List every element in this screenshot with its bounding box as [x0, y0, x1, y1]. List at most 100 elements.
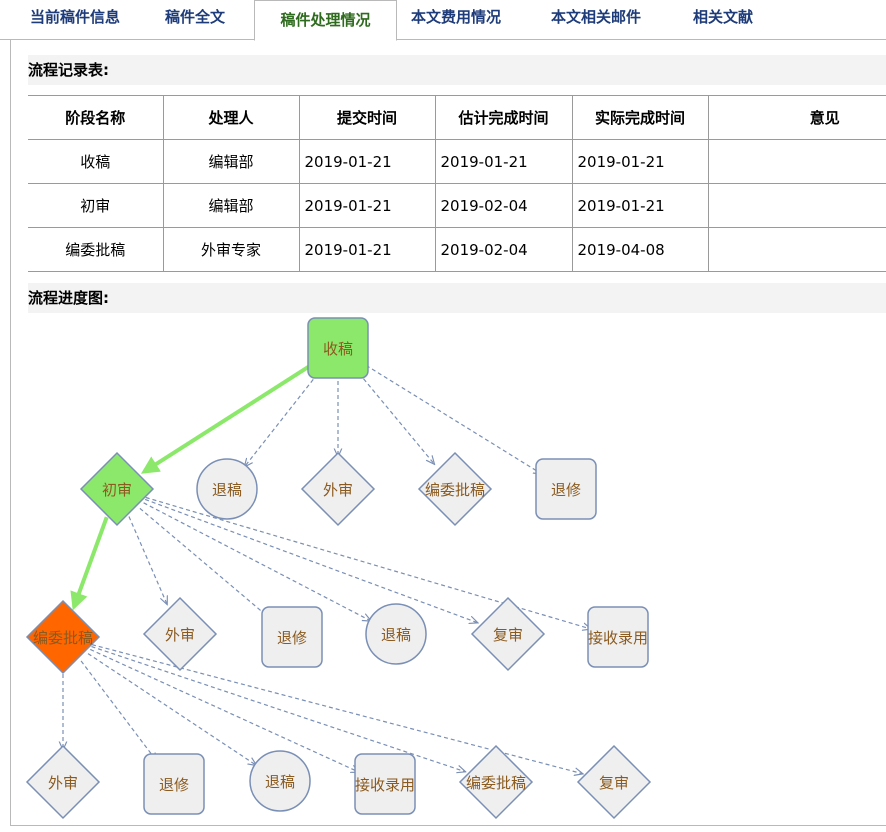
flow-node-label: 退稿 — [265, 773, 295, 791]
flow-node-shape — [417, 451, 493, 527]
cell-estimated-time: 2019-02-04 — [434, 183, 573, 228]
tab-current-manuscript-info[interactable]: 当前稿件信息 — [30, 8, 121, 26]
cell-estimated-time: 2019-01-21 — [434, 139, 573, 184]
flow-node-n3[interactable]: 外审 — [300, 451, 376, 527]
flow-edge-n6-n15 — [90, 648, 359, 772]
flow-node-shape — [587, 606, 649, 668]
content-panel — [10, 40, 886, 826]
flow-node-shape — [25, 744, 101, 820]
cell-comment — [707, 227, 886, 272]
col-header-stage: 阶段名称 — [28, 95, 164, 140]
progress-diagram-title: 流程进度图: — [28, 283, 886, 313]
tab-fees[interactable]: 本文费用情况 — [411, 8, 502, 26]
flow-node-shape — [79, 451, 155, 527]
cell-stage: 初审 — [28, 183, 164, 228]
cell-handler: 外审专家 — [162, 227, 300, 272]
flow-node-label: 退修 — [277, 629, 307, 647]
tab-related-emails[interactable]: 本文相关邮件 — [551, 8, 642, 26]
cell-submit-time: 2019-01-21 — [298, 139, 436, 184]
flow-node-n16[interactable]: 编委批稿 — [458, 744, 534, 820]
flow-node-label: 复审 — [599, 774, 629, 792]
table-row: 收稿 编辑部 2019-01-21 2019-01-21 2019-01-21 — [28, 139, 886, 184]
flow-node-shape — [261, 606, 323, 668]
flow-node-n14[interactable]: 退稿 — [249, 750, 311, 812]
flow-edge-n0-n4 — [354, 367, 435, 464]
cell-handler: 编辑部 — [162, 183, 300, 228]
flow-node-n7[interactable]: 外审 — [142, 596, 218, 672]
col-header-estimated-time: 估计完成时间 — [434, 95, 573, 140]
flow-edge-n1-n9 — [143, 502, 372, 621]
flow-node-n5[interactable]: 退修 — [535, 458, 597, 520]
cell-submit-time: 2019-01-21 — [298, 183, 436, 228]
flow-node-shape — [576, 744, 652, 820]
flow-edge-n1-n7 — [128, 516, 167, 605]
flow-node-label: 退修 — [159, 776, 189, 794]
flow-edge-n0-n1 — [140, 360, 318, 474]
flow-node-label: 外审 — [48, 774, 78, 792]
flow-node-label: 复审 — [493, 626, 523, 644]
flow-edge-n6-n16 — [91, 645, 465, 772]
flow-node-shape — [365, 603, 427, 665]
progress-diagram-title-text: 流程进度图: — [28, 289, 109, 307]
flow-node-n17[interactable]: 复审 — [576, 744, 652, 820]
flow-node-label: 初审 — [102, 481, 132, 499]
cell-comment — [707, 139, 886, 184]
flow-node-label: 外审 — [165, 626, 195, 644]
col-header-actual-time: 实际完成时间 — [571, 95, 709, 140]
flow-node-n9[interactable]: 退稿 — [365, 603, 427, 665]
flow-node-shape — [458, 744, 534, 820]
flow-node-label: 接收录用 — [588, 629, 648, 647]
table-row: 编委批稿 外审专家 2019-01-21 2019-02-04 2019-04-… — [28, 227, 886, 272]
flow-edge-n0-n5 — [359, 361, 542, 475]
flow-node-shape — [249, 750, 311, 812]
flow-node-label: 接收录用 — [355, 776, 415, 794]
flow-node-shape — [142, 596, 218, 672]
flow-node-n4[interactable]: 编委批稿 — [417, 451, 493, 527]
flow-node-n8[interactable]: 退修 — [261, 606, 323, 668]
col-header-handler: 处理人 — [162, 95, 300, 140]
table-header-row: 阶段名称 处理人 提交时间 估计完成时间 实际完成时间 意见 — [28, 95, 886, 140]
flow-node-shape — [300, 451, 376, 527]
cell-submit-time: 2019-01-21 — [298, 227, 436, 272]
flow-node-shape — [25, 599, 101, 675]
flow-edge-n6-n14 — [87, 653, 257, 766]
flow-edge-n1-n11 — [145, 496, 591, 629]
flow-node-n2[interactable]: 退稿 — [196, 458, 258, 520]
flow-node-n6[interactable]: 编委批稿 — [25, 599, 101, 675]
flow-node-n15[interactable]: 接收录用 — [354, 753, 416, 815]
col-header-comment: 意见 — [707, 95, 886, 140]
record-table-title: 流程记录表: — [28, 55, 886, 85]
flow-node-shape — [354, 753, 416, 815]
cell-actual-time: 2019-01-21 — [571, 183, 709, 228]
flow-node-n11[interactable]: 接收录用 — [587, 606, 649, 668]
flow-node-n1[interactable]: 初审 — [79, 451, 155, 527]
flow-edge-n1-n6 — [70, 516, 109, 611]
flow-node-n10[interactable]: 复审 — [470, 596, 546, 672]
flow-node-n0[interactable]: 收稿 — [307, 317, 369, 379]
tab-processing-status[interactable]: 稿件处理情况 — [254, 0, 397, 41]
cell-actual-time: 2019-04-08 — [571, 227, 709, 272]
flow-node-n13[interactable]: 退修 — [143, 753, 205, 815]
flow-node-label: 外审 — [323, 481, 353, 499]
cell-actual-time: 2019-01-21 — [571, 139, 709, 184]
flow-node-n12[interactable]: 外审 — [25, 744, 101, 820]
flow-node-shape — [470, 596, 546, 672]
tab-bar: 当前稿件信息 稿件全文 稿件处理情况 本文费用情况 本文相关邮件 相关文献 — [0, 0, 886, 41]
flow-node-label: 编委批稿 — [425, 481, 485, 499]
flow-edge-n1-n8 — [139, 507, 271, 619]
flow-node-shape — [143, 753, 205, 815]
flow-node-label: 退稿 — [212, 481, 242, 499]
flow-node-label: 退修 — [551, 481, 581, 499]
flow-node-shape — [196, 458, 258, 520]
flow-edge-n6-n13 — [80, 660, 157, 762]
tab-related-literature[interactable]: 相关文献 — [693, 8, 754, 26]
flow-node-shape — [307, 317, 369, 379]
flow-node-label: 退稿 — [381, 626, 411, 644]
record-table-title-text: 流程记录表: — [28, 61, 109, 79]
flow-node-label: 编委批稿 — [466, 774, 526, 792]
process-record-table: 阶段名称 处理人 提交时间 估计完成时间 实际完成时间 意见 收稿 编辑部 20… — [28, 95, 886, 272]
flow-node-label: 收稿 — [323, 340, 353, 358]
flow-edge-n1-n10 — [144, 498, 478, 622]
tab-full-text[interactable]: 稿件全文 — [165, 8, 226, 26]
